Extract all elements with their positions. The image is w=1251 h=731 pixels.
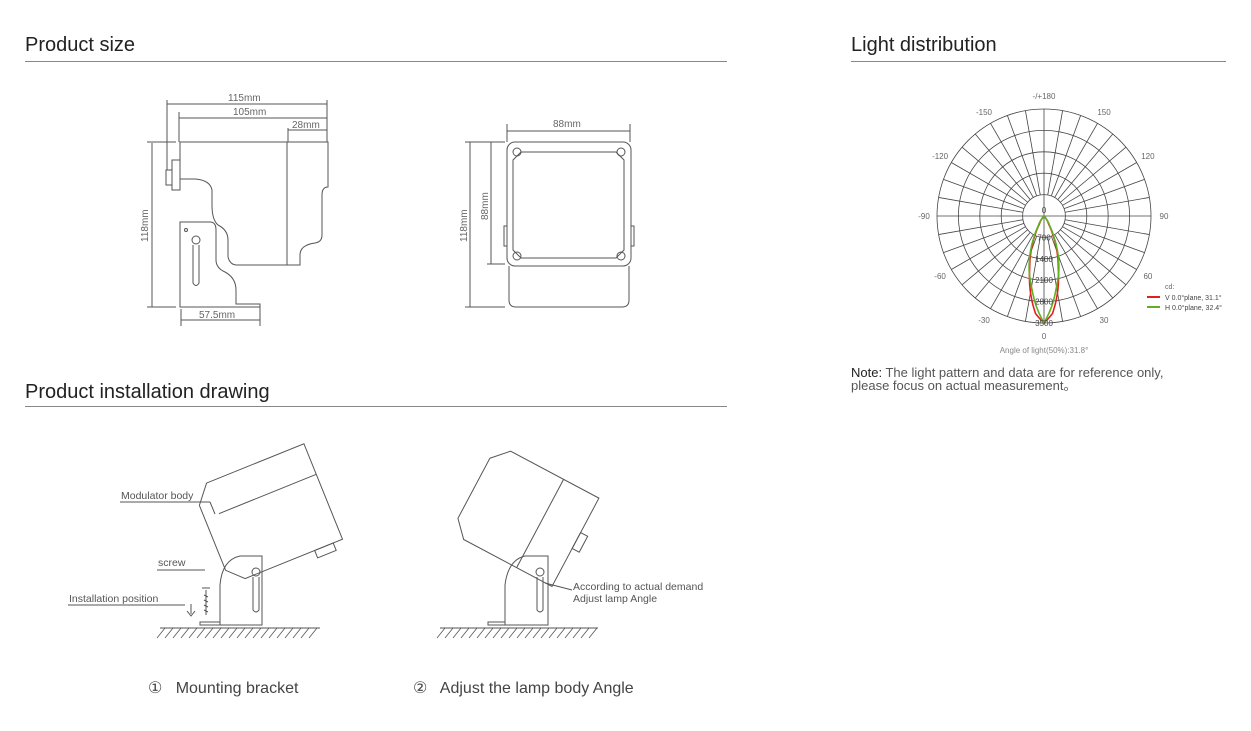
polar-spoke	[1060, 229, 1127, 286]
polar-spoke	[1062, 162, 1137, 206]
polar-spoke	[1062, 226, 1137, 270]
angle-label: -/+180	[1033, 92, 1056, 101]
dim-118mm-side: 118mm	[140, 209, 151, 242]
dim-105mm: 105mm	[233, 107, 266, 118]
legend-v: V 0.0°plane, 31.1°	[1165, 294, 1222, 302]
polar-spoke	[1065, 197, 1150, 213]
polar-spoke	[1054, 234, 1098, 309]
polar-spoke	[1060, 146, 1127, 203]
polar-spoke	[951, 226, 1026, 270]
radial-tick-label: 700	[1037, 233, 1051, 242]
divider	[851, 61, 1226, 62]
angle-label: 0	[1042, 332, 1047, 341]
front-view-drawing: 88mm 118mm 88mm	[459, 119, 635, 308]
section-title-installation: Product installation drawing	[25, 381, 270, 403]
dim-118mm-front: 118mm	[459, 209, 470, 242]
section-title-light-distribution: Light distribution	[851, 34, 997, 56]
polar-spoke	[961, 229, 1028, 286]
radial-tick-label: 2800	[1035, 298, 1053, 307]
polar-spoke	[943, 222, 1025, 253]
radial-tick-label: 0	[1042, 206, 1047, 215]
polar-spoke	[938, 197, 1023, 213]
side-view-drawing: 115mm 105mm 28mm 118mm 57.5mm	[140, 93, 329, 326]
dim-115mm: 115mm	[228, 93, 261, 104]
polar-spoke	[1063, 222, 1145, 253]
polar-spoke	[990, 123, 1034, 198]
angle-label: 150	[1097, 108, 1111, 117]
dim-88mm-height: 88mm	[480, 192, 491, 220]
polar-spoke	[1065, 219, 1150, 235]
angle-label: 90	[1160, 212, 1169, 221]
step-2-number: ②	[413, 680, 428, 697]
angle-label: -90	[918, 212, 930, 221]
label-adjust-angle: Adjust lamp Angle	[573, 593, 657, 605]
polar-spoke	[1025, 110, 1041, 195]
note-prefix: Note:	[851, 365, 883, 380]
angle-label: 60	[1143, 272, 1152, 281]
polar-spoke	[938, 219, 1023, 235]
radial-tick-label: 2100	[1035, 276, 1053, 285]
polar-spoke	[974, 232, 1031, 299]
polar-spoke	[951, 162, 1026, 206]
note-line-2: please focus on actual measurement。	[851, 378, 1077, 393]
radial-tick-label: 3500	[1035, 319, 1053, 328]
divider	[25, 406, 727, 407]
angle-label: -120	[932, 152, 949, 161]
step-2-caption: ② Adjust the lamp body Angle	[413, 678, 634, 698]
polar-spoke	[1057, 133, 1114, 200]
polar-spoke	[990, 234, 1034, 309]
polar-spoke	[974, 133, 1031, 200]
polar-spoke	[1047, 110, 1063, 195]
step-1-caption: ① Mounting bracket	[148, 678, 298, 698]
installation-drawing-1: Modulator body screw Installation positi…	[68, 443, 344, 639]
angle-label: 120	[1141, 152, 1155, 161]
polar-spoke	[1050, 115, 1081, 197]
label-modulator-body: Modulator body	[121, 490, 194, 502]
dim-57-5mm: 57.5mm	[199, 310, 235, 321]
divider	[25, 61, 727, 62]
label-installation-position: Installation position	[69, 593, 158, 605]
chart-footer: Angle of light(50%):31.8°	[1000, 346, 1089, 355]
section-title-product-size: Product size	[25, 34, 136, 56]
dim-88mm-width: 88mm	[553, 119, 581, 130]
dim-28mm: 28mm	[292, 120, 320, 131]
angle-label: 30	[1100, 316, 1109, 325]
label-according-demand: According to actual demand	[573, 581, 703, 593]
radial-tick-label: 1400	[1035, 255, 1053, 264]
polar-light-distribution-chart: -/+180 -150 150 -120 120 -90 90 -60 60 -30 30 0 0 700…	[918, 92, 1222, 355]
legend-h: H 0.0°plane, 32.4°	[1165, 304, 1222, 312]
angle-label: -60	[934, 272, 946, 281]
installation-drawing-2: According to actual demand Adjust lamp A…	[436, 450, 703, 639]
polar-spoke	[961, 146, 1028, 203]
polar-spoke	[1054, 123, 1098, 198]
label-screw: screw	[158, 557, 186, 569]
series-curve-h	[1028, 215, 1060, 325]
reference-note: Note: The light pattern and data are for…	[851, 366, 1163, 392]
polar-spoke	[943, 179, 1025, 210]
polar-spoke	[1047, 237, 1063, 322]
polar-spoke	[1025, 237, 1041, 322]
legend-unit: cd:	[1165, 284, 1174, 291]
step-1-label: Mounting bracket	[175, 680, 299, 697]
step-1-number: ①	[148, 680, 163, 697]
angle-label: -30	[978, 316, 990, 325]
polar-spoke	[1057, 232, 1114, 299]
step-2-label: Adjust the lamp body Angle	[439, 680, 634, 697]
polar-spoke	[1063, 179, 1145, 210]
note-line-1: The light pattern and data are for refer…	[882, 365, 1164, 380]
polar-spoke	[1007, 115, 1038, 197]
angle-label: -150	[976, 108, 993, 117]
